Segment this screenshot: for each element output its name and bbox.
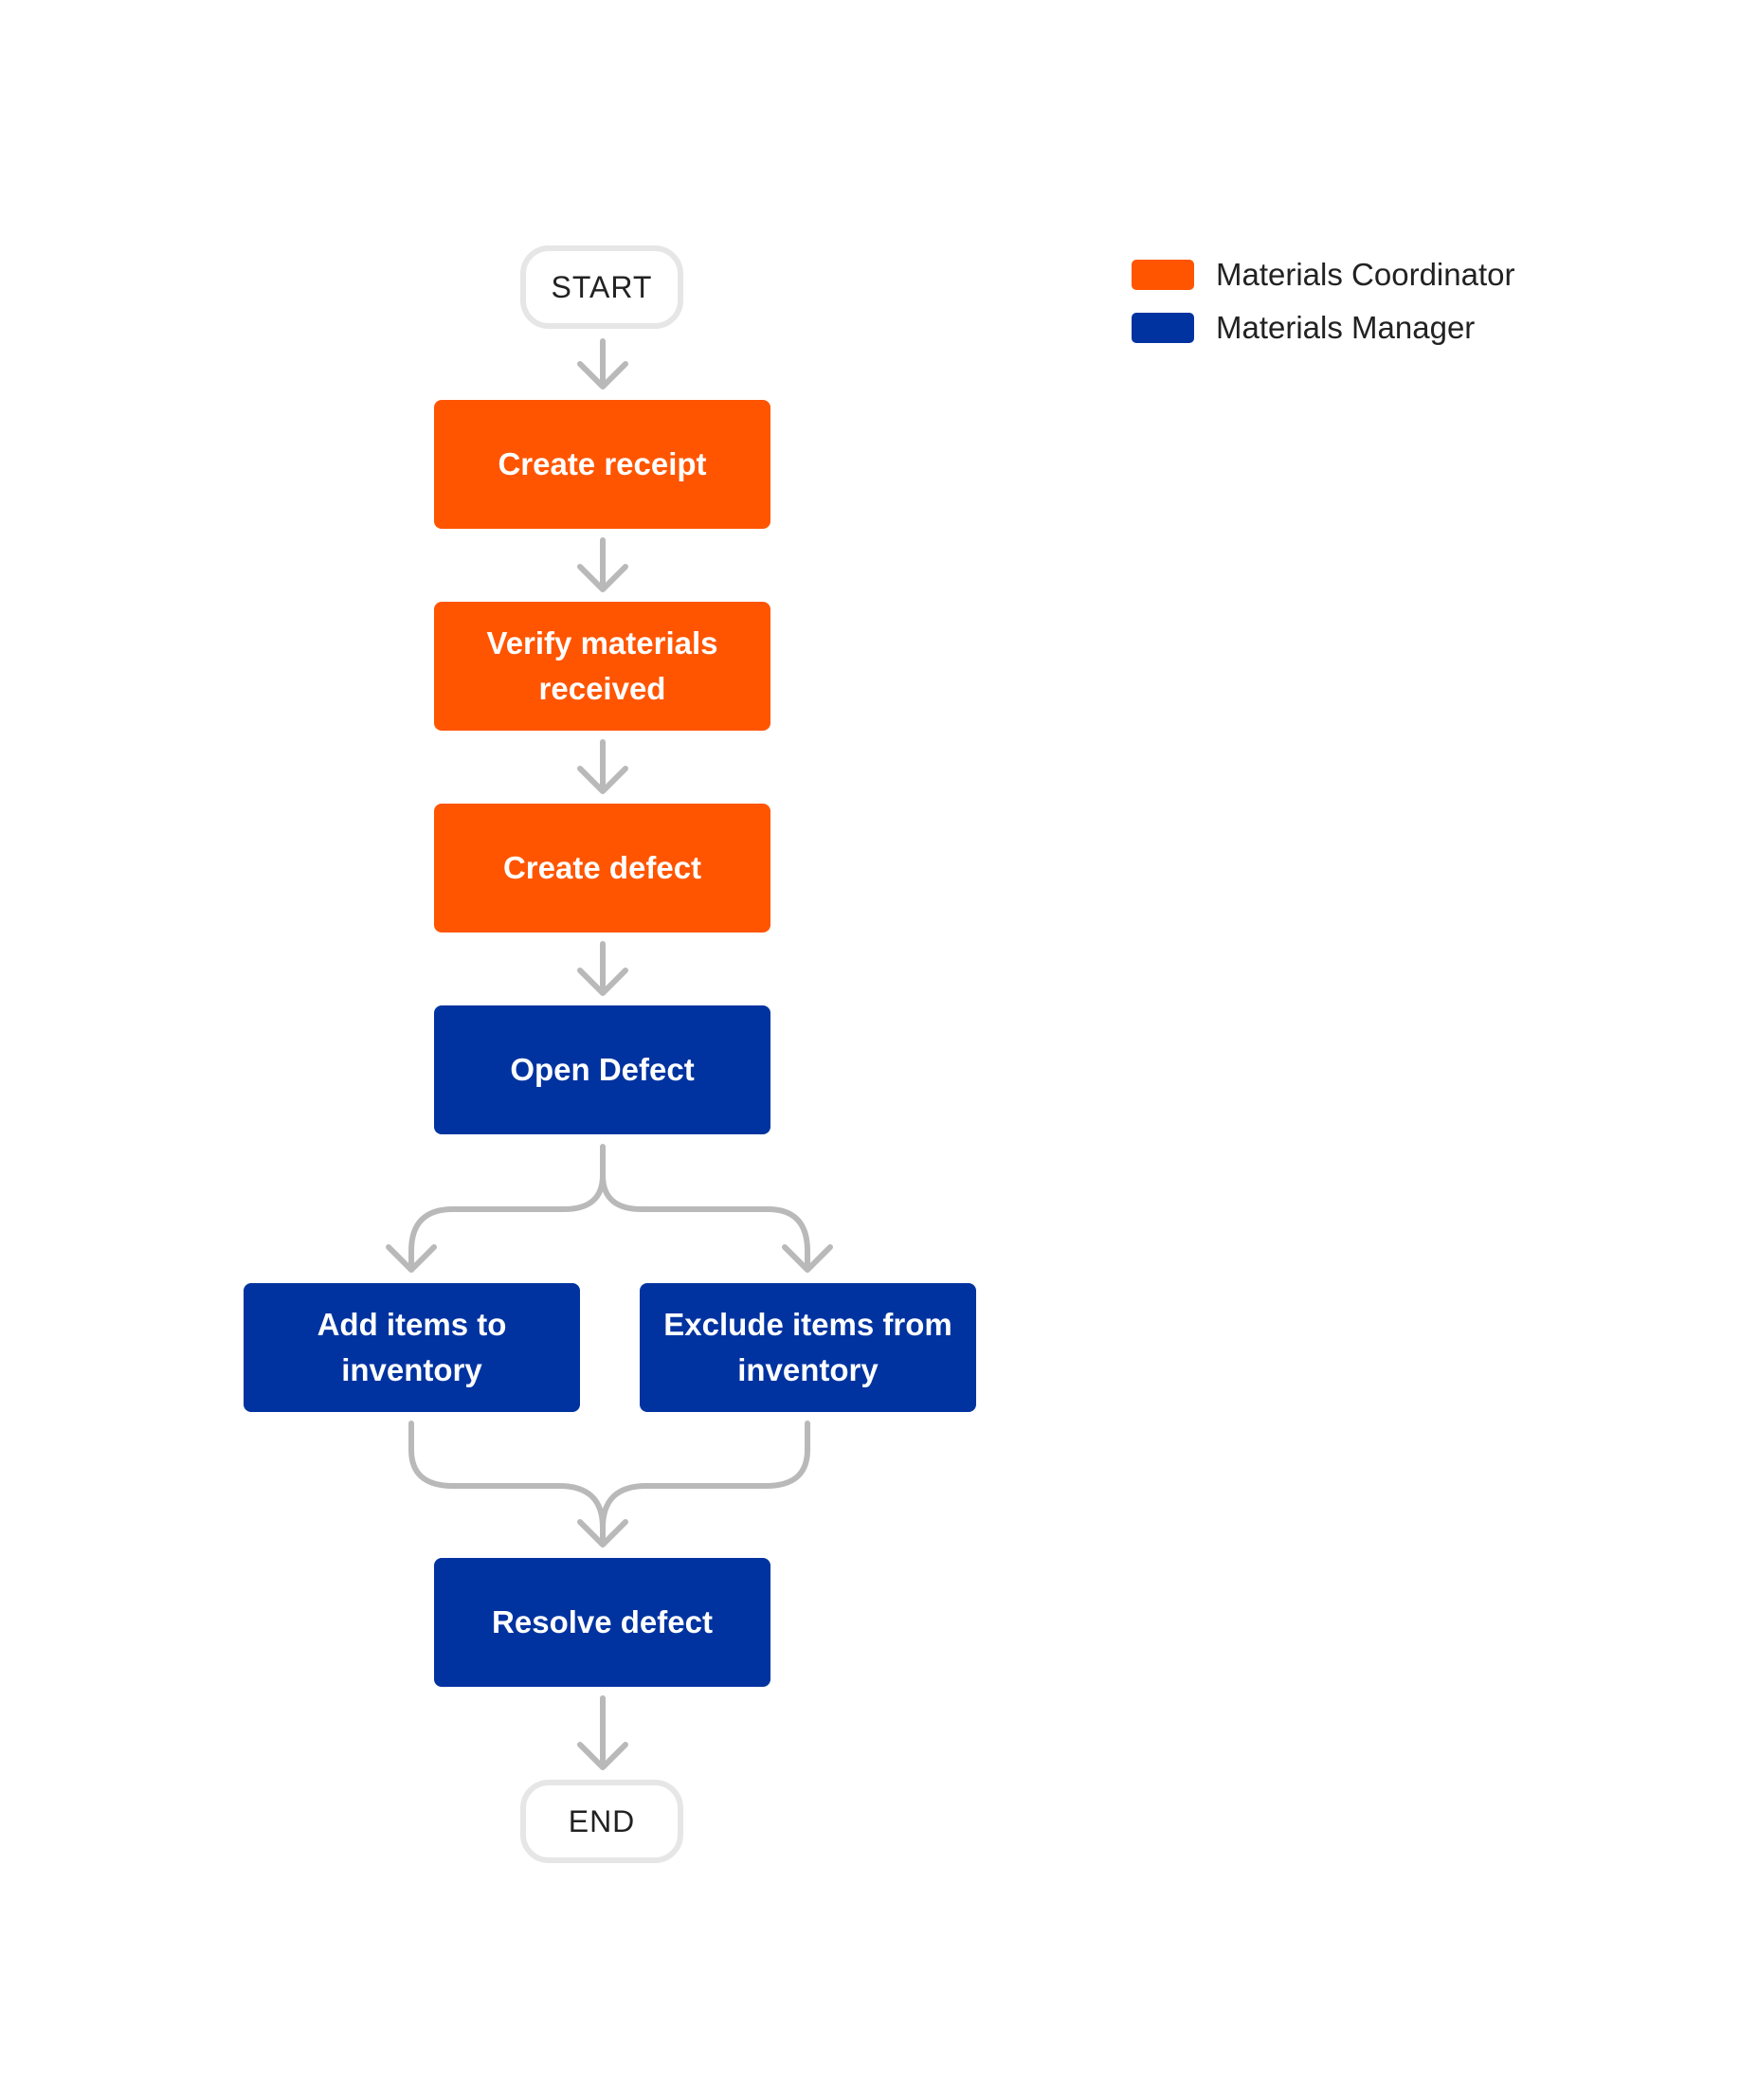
legend-label-manager: Materials Manager bbox=[1216, 310, 1476, 345]
legend-swatch-coordinator bbox=[1132, 260, 1194, 290]
step-create-receipt-label: Create receipt bbox=[498, 446, 707, 481]
step-verify-materials-received-label: Verify materials received bbox=[486, 625, 718, 706]
arrow-verify-to-create-defect bbox=[577, 739, 628, 794]
step-create-receipt: Create receipt bbox=[434, 400, 770, 529]
start-node: START bbox=[520, 245, 683, 329]
arrow-open-defect-to-add-items bbox=[386, 1144, 606, 1273]
legend: Materials Coordinator Materials Manager bbox=[1132, 248, 1514, 354]
step-verify-materials-received: Verify materials received bbox=[434, 602, 770, 731]
step-resolve-defect-label: Resolve defect bbox=[492, 1604, 713, 1639]
step-open-defect-label: Open Defect bbox=[510, 1052, 695, 1087]
legend-label-coordinator: Materials Coordinator bbox=[1216, 257, 1515, 292]
step-open-defect: Open Defect bbox=[434, 1005, 770, 1134]
legend-item-materials-coordinator: Materials Coordinator bbox=[1132, 248, 1514, 301]
step-create-defect-label: Create defect bbox=[502, 850, 702, 885]
arrow-receipt-to-verify bbox=[577, 537, 628, 592]
legend-item-materials-manager: Materials Manager bbox=[1132, 301, 1514, 354]
step-resolve-defect: Resolve defect bbox=[434, 1558, 770, 1687]
step-add-items-to-inventory: Add items to inventory bbox=[244, 1283, 580, 1412]
step-add-items-to-inventory-label: Add items to inventory bbox=[317, 1307, 507, 1387]
end-label: END bbox=[568, 1803, 636, 1838]
start-label: START bbox=[551, 269, 653, 304]
arrow-open-defect-to-exclude-items bbox=[600, 1172, 833, 1273]
step-exclude-items-from-inventory-label: Exclude items from inventory bbox=[663, 1307, 952, 1387]
arrow-create-defect-to-open-defect bbox=[577, 941, 628, 996]
arrow-resolve-to-end bbox=[577, 1695, 628, 1770]
step-create-defect: Create defect bbox=[434, 804, 770, 932]
legend-swatch-manager bbox=[1132, 313, 1194, 343]
arrow-exclude-items-to-resolve bbox=[600, 1421, 810, 1530]
end-node: END bbox=[520, 1780, 683, 1863]
arrow-add-items-to-resolve bbox=[408, 1421, 628, 1548]
arrow-start-to-create-receipt bbox=[577, 338, 628, 389]
step-exclude-items-from-inventory: Exclude items from inventory bbox=[640, 1283, 976, 1412]
